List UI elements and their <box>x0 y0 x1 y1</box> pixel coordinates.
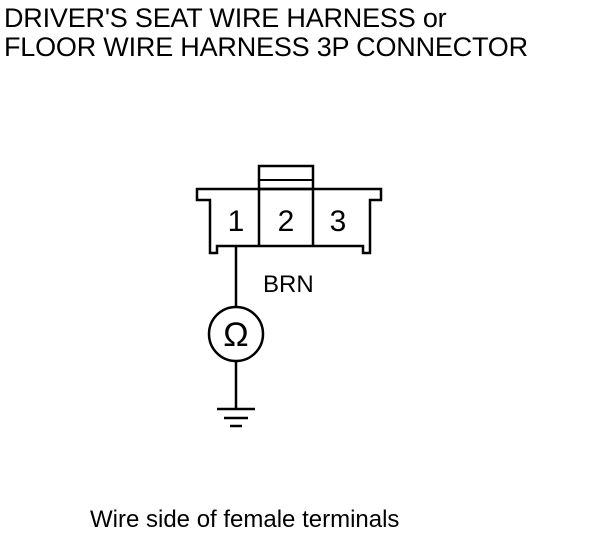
title-line-1: DRIVER'S SEAT WIRE HARNESS or <box>4 3 447 33</box>
ground-icon <box>217 407 255 428</box>
ohm-symbol: Ω <box>223 316 248 354</box>
diagram-title: DRIVER'S SEAT WIRE HARNESS or FLOOR WIRE… <box>4 4 528 62</box>
diagram-caption: Wire side of female terminals <box>90 506 400 533</box>
connector-housing <box>195 187 383 255</box>
pin-1-label: 1 <box>228 205 245 238</box>
pin-2-label: 2 <box>278 205 295 238</box>
wire-color-label: BRN <box>263 271 314 298</box>
pin-3-label: 3 <box>330 205 347 238</box>
connector-lock-tab <box>257 164 315 191</box>
title-line-2: FLOOR WIRE HARNESS 3P CONNECTOR <box>4 32 528 62</box>
ohmmeter-icon: Ω <box>207 305 265 363</box>
cavity-dividers <box>257 189 315 246</box>
